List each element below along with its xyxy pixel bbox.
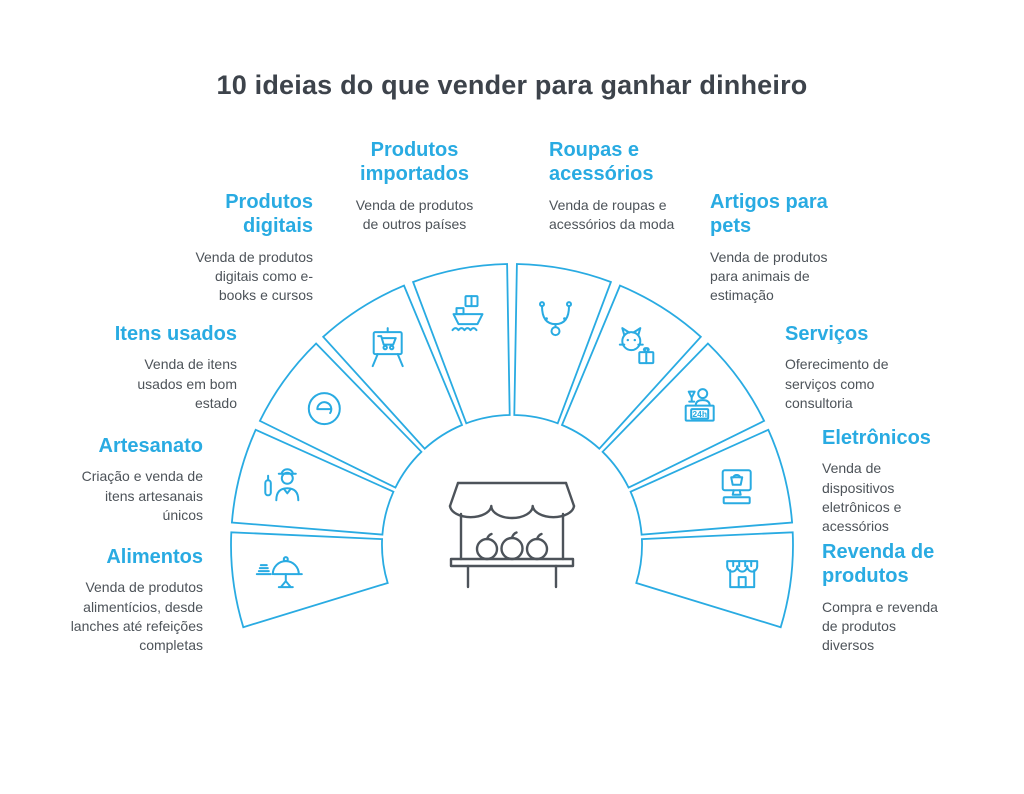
label-servicos: Serviços Oferecimento de serviços como c… xyxy=(785,322,913,413)
label-roupas-acessorios: Roupas e acessórios Venda de roupas e ac… xyxy=(549,138,679,234)
artisan-icon xyxy=(264,468,300,502)
item-title: Produtos digitais xyxy=(225,191,313,238)
label-itens-usados: Itens usados Venda de itens usados em bo… xyxy=(87,322,237,413)
item-description: Venda de itens usados em bom estado xyxy=(137,356,237,412)
fan-segment-alimentos xyxy=(230,531,389,629)
label-revenda-produtos: Revenda de produtos Compra e revenda de … xyxy=(822,540,952,656)
necklace-icon xyxy=(539,301,572,337)
market-stall-icon xyxy=(448,481,576,589)
page-title: 10 ideias do que vender para ganhar dinh… xyxy=(216,70,808,100)
item-title: Produtos importados xyxy=(360,139,469,186)
item-title: Serviços xyxy=(785,323,869,345)
fan-segment-revenda-produtos xyxy=(635,531,794,629)
item-description: Venda de produtos alimentícios, desde la… xyxy=(70,579,203,654)
item-description: Venda de produtos digitais como e-books … xyxy=(195,248,313,304)
item-title: Roupas e acessórios xyxy=(549,139,654,186)
item-title: Itens usados xyxy=(114,323,237,345)
label-artigos-pets: Artigos para pets Venda de produtos para… xyxy=(710,190,855,306)
fan-segment-artesanato xyxy=(230,428,395,536)
item-description: Venda de produtos de outros países xyxy=(355,196,474,233)
pet-gift-icon xyxy=(618,327,655,365)
label-produtos-importados: Produtos importados Venda de produtos de… xyxy=(347,138,482,234)
item-description: Venda de produtos para animais de estima… xyxy=(710,248,828,304)
presentation-cart-icon xyxy=(371,327,404,368)
item-title: Artigos para pets xyxy=(710,191,828,238)
service-24h-icon: 24h xyxy=(684,388,715,422)
item-description: Venda de roupas e acessórios da moda xyxy=(549,196,675,233)
fan-segment-artigos-pets xyxy=(560,284,703,450)
item-description: Venda de dispositivos eletrônicos e aces… xyxy=(822,460,902,535)
fan-segment-itens-usados xyxy=(258,342,423,489)
label-artesanato: Artesanato Criação e venda de itens arte… xyxy=(58,434,203,525)
fan-segment-eletronicos xyxy=(629,428,794,536)
label-produtos-digitais: Produtos digitais Venda de produtos digi… xyxy=(163,190,313,306)
item-description: Criação e venda de itens artesanais únic… xyxy=(81,468,203,524)
fan-segments xyxy=(230,263,794,629)
label-eletronicos: Eletrônicos Venda de dispositivos eletrô… xyxy=(822,426,952,537)
item-title: Artesanato xyxy=(98,435,203,457)
computer-basket-icon xyxy=(721,469,752,505)
item-title: Revenda de produtos xyxy=(822,541,935,588)
fan-segment-produtos-importados xyxy=(411,263,511,425)
fan-segment-roupas-acessorios xyxy=(513,263,613,425)
item-title: Eletrônicos xyxy=(822,427,931,449)
ship-package-icon xyxy=(451,295,484,332)
storefront-icon xyxy=(726,560,759,589)
label-alimentos: Alimentos Venda de produtos alimentícios… xyxy=(61,545,203,656)
item-description: Oferecimento de serviços como consultori… xyxy=(785,356,889,412)
item-description: Compra e revenda de produtos diversos xyxy=(822,598,938,654)
fan-segment-servicos xyxy=(601,342,766,489)
item-title: Alimentos xyxy=(106,546,203,568)
food-stand-icon xyxy=(255,556,303,589)
service-24h-label: 24h xyxy=(692,409,707,419)
e-commerce-circle-icon xyxy=(307,392,341,426)
fan-segment-produtos-digitais xyxy=(321,284,464,450)
